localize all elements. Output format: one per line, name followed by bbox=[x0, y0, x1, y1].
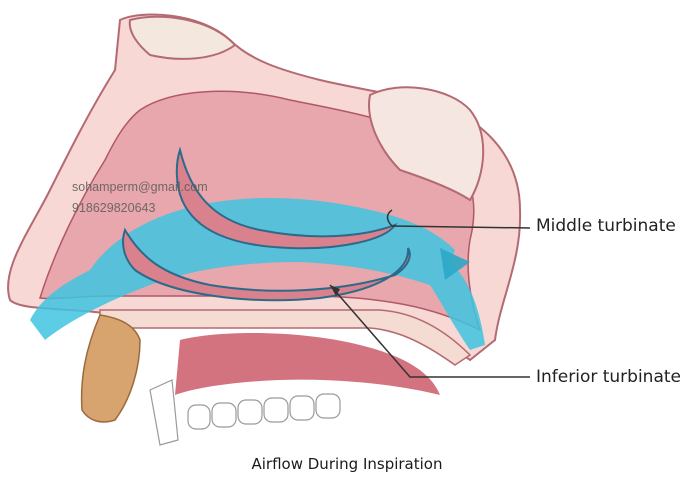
middle-turbinate-label: Middle turbinate bbox=[536, 216, 676, 236]
inferior-turbinate-label: Inferior turbinate bbox=[536, 367, 681, 387]
upper-lip-cartilage bbox=[82, 315, 140, 422]
watermark-email: sohamperm@gmail.com bbox=[72, 180, 208, 194]
watermark-phone: 918629820643 bbox=[72, 201, 155, 215]
oral-cavity bbox=[175, 333, 440, 395]
diagram-caption: Airflow During Inspiration bbox=[0, 455, 694, 473]
